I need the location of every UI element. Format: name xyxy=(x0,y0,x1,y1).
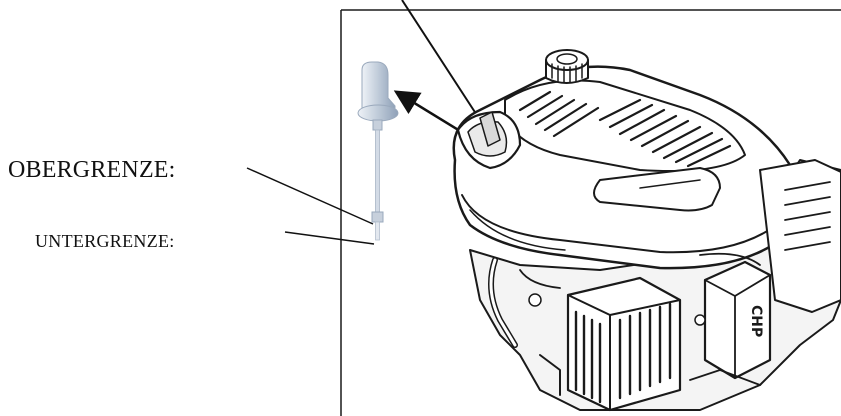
dipstick xyxy=(357,61,399,241)
upper-limit-label: OBERGRENZE: xyxy=(8,157,176,183)
lower-limit-label: UNTERGRENZE: xyxy=(35,231,175,251)
frame xyxy=(340,9,841,416)
lower-limit-leader xyxy=(284,231,375,245)
top-pointer-line xyxy=(401,0,483,124)
engine-illustration: CHP xyxy=(452,49,841,412)
upper-limit-leader xyxy=(246,167,374,225)
svg-text:CHP: CHP xyxy=(748,305,764,337)
